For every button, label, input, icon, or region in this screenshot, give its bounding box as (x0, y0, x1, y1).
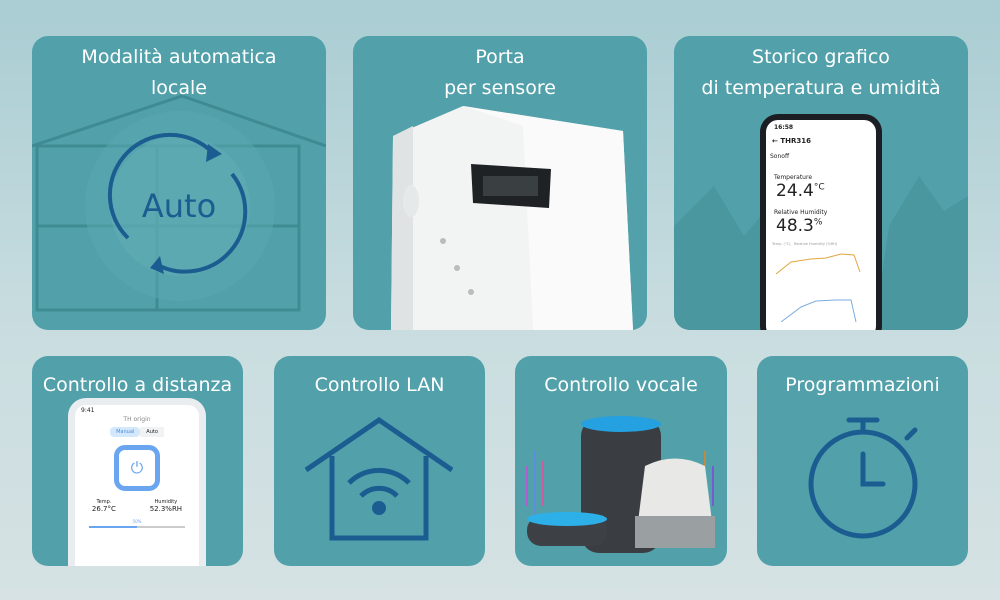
mode-tabs: Manual Auto (75, 427, 199, 437)
humidity-reading: 48.3% (766, 216, 876, 236)
legend-temperature: Temp. (°C) (772, 242, 791, 246)
feature-lan-control: Controllo LAN (274, 356, 485, 566)
status-time: 9:41 (81, 407, 95, 414)
stopwatch-icon (808, 417, 918, 539)
temperature-label: Temperature (774, 174, 813, 181)
temperature-label: Temp. (96, 499, 112, 505)
feature-voice-control: Controllo vocale (515, 356, 727, 566)
tab-auto[interactable]: Auto (140, 427, 164, 437)
auto-mode-icon: Auto (107, 132, 248, 274)
device-port-image (391, 106, 633, 330)
screen-title: TH origin (123, 416, 151, 423)
auto-label: Auto (142, 187, 216, 225)
phone-screen: 16:58 ← THR316 Sonoff Temperature 24.4°C… (760, 114, 882, 330)
phone-screen: 9:41 TH origin Manual Auto ⏻ Temp.26.7°C… (68, 398, 206, 566)
title-line-2: locale (151, 77, 207, 99)
feature-title: Programmazioni (785, 374, 940, 396)
brand-logo: Sonoff (770, 153, 790, 160)
slider[interactable] (89, 526, 185, 528)
title-line-2: di temperatura e umidità (701, 77, 941, 99)
title-line-2: per sensore (444, 77, 556, 99)
humidity-label: Humidity (154, 499, 178, 505)
feature-remote-control: Controllo a distanza 9:41 TH origin Manu… (32, 356, 243, 566)
feature-scheduling: Programmazioni (757, 356, 968, 566)
temperature-reading: Temp.26.7°C (92, 499, 116, 513)
temperature-line (775, 253, 861, 275)
smart-speakers-image (526, 416, 715, 553)
title-line-1: Modalità automatica (81, 46, 277, 68)
feature-auto-mode: Modalità automatica locale Auto (32, 36, 326, 330)
feature-title: Controllo a distanza (42, 374, 233, 396)
device-name-label: THR316 (780, 137, 811, 145)
humidity-value: 48.3 (776, 216, 814, 236)
temperature-unit: °C (813, 182, 825, 193)
feature-title: Modalità automatica locale (32, 42, 326, 104)
feature-title: Controllo LAN (314, 374, 445, 396)
temperature-value: 24.4 (776, 181, 814, 201)
title-line-1: Storico grafico (752, 46, 890, 68)
feature-sensor-port: Porta per sensore (353, 36, 647, 330)
feature-title: Storico grafico di temperatura e umidità (674, 42, 968, 104)
slider-label: 50% (132, 519, 142, 524)
device-name: ← THR316 (772, 137, 811, 145)
temperature-reading: 24.4°C (766, 181, 876, 201)
slider-fill (89, 526, 137, 528)
humidity-unit: % (813, 217, 823, 228)
status-time: 16:58 (774, 124, 794, 131)
humidity-line (780, 299, 857, 323)
chart-legend: Temp. (°C) Relative Humidity (%RH) (766, 236, 876, 252)
humidity-value: 52.3%RH (149, 505, 183, 513)
feature-title: Porta per sensore (353, 42, 647, 104)
feature-title: Controllo vocale (544, 374, 698, 396)
history-chart (775, 253, 861, 323)
house-wifi-icon (304, 416, 454, 541)
legend-humidity: Relative Humidity (%RH) (793, 242, 838, 246)
title-line-1: Porta (475, 46, 525, 68)
temperature-value: 26.7°C (91, 505, 116, 513)
tab-manual[interactable]: Manual (110, 427, 141, 437)
power-button[interactable]: ⏻ (114, 445, 160, 491)
humidity-label: Relative Humidity (774, 209, 828, 216)
